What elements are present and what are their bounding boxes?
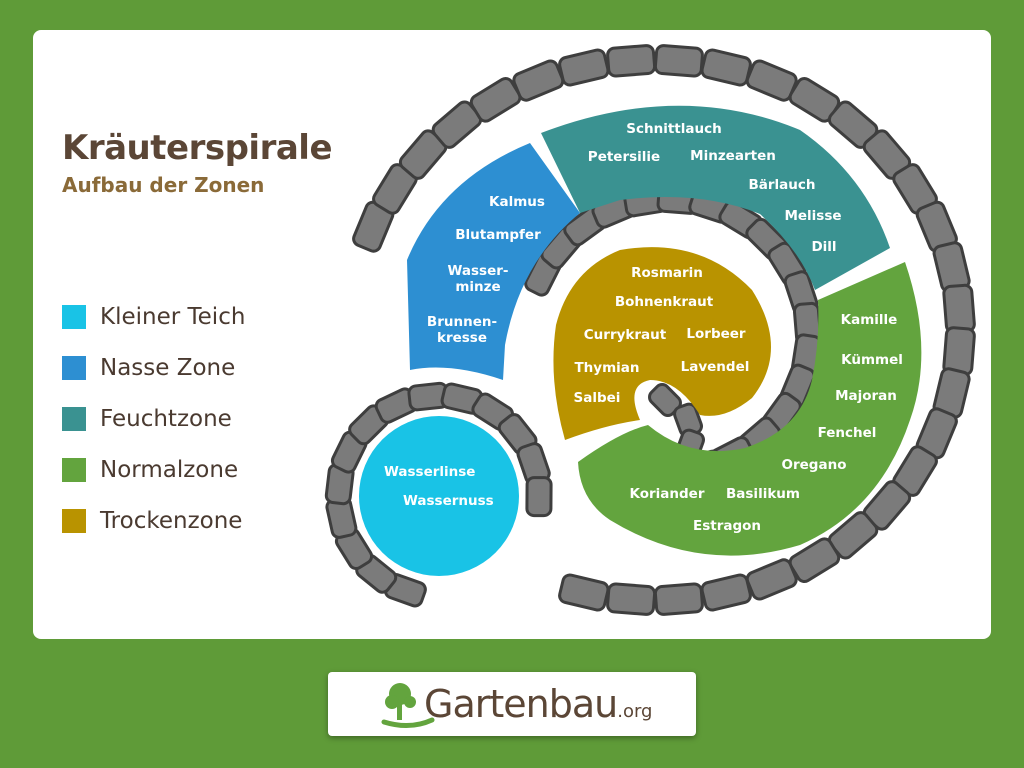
legend-item-trockenzone: Trockenzone [62,504,302,538]
plant-label: Thymian [574,360,639,376]
plant-label: Kalmus [489,194,545,210]
plant-label: Basilikum [726,486,800,502]
stone-walls [324,44,976,616]
legend-label: Nasse Zone [100,355,236,381]
plant-labels: Wasserlinse Wassernuss Kalmus Blutampfer… [384,121,903,534]
plant-label: Salbei [574,390,621,406]
logo-name: Gartenbau [424,682,618,726]
stone [606,44,657,78]
stone [558,48,610,87]
tree-icon [381,683,435,728]
legend-item-nasse-zone: Nasse Zone [62,351,302,385]
plant-label: Oregano [782,457,847,473]
plant-label: Brunnen- [427,314,497,330]
plant-label: Currykraut [584,327,667,343]
legend-item-normalzone: Normalzone [62,453,302,487]
plant-label: Wassernuss [403,493,494,509]
plant-label: Minzearten [690,148,776,164]
stone [653,582,704,616]
plant-label: Estragon [693,518,761,534]
legend-swatch [62,509,86,533]
legend-swatch [62,407,86,431]
plant-label: Kümmel [841,352,903,368]
plant-label: kresse [437,330,487,346]
logo-wordmark: Gartenbau.org [424,682,652,726]
page-title: Kräuterspirale [62,128,333,168]
plant-label: Fenchel [818,425,877,441]
stone [942,283,976,334]
plant-label: Majoran [835,388,897,404]
stone [606,582,657,616]
plant-label: Wasserlinse [384,464,475,480]
plant-label: Kamille [841,312,898,328]
plant-label: Melisse [784,208,841,224]
legend-label: Normalzone [100,457,239,483]
plant-label: Schnittlauch [626,121,721,137]
plant-label: Lorbeer [686,326,746,342]
stone [525,476,553,518]
plant-label: Koriander [630,486,705,502]
stone [512,59,565,102]
stone [558,573,610,612]
page-subtitle: Aufbau der Zonen [62,173,265,197]
plant-label: Bärlauch [748,177,815,193]
legend-swatch [62,458,86,482]
stone [700,573,752,612]
legend-swatch [62,356,86,380]
zone-normal [578,262,922,556]
legend-label: Trockenzone [100,508,243,534]
stone [653,44,704,78]
plant-label: Lavendel [681,359,750,375]
plant-label: Bohnenkraut [615,294,714,310]
plant-label: Blutampfer [455,227,541,243]
zone-nasse [407,143,580,380]
plant-label: minze [455,279,500,295]
zone-feucht [541,105,890,291]
logo-suffix: .org [617,701,653,722]
plant-label: Rosmarin [631,265,703,281]
legend-item-feuchtzone: Feuchtzone [62,402,302,436]
plant-label: Wasser- [447,263,508,279]
legend-label: Kleiner Teich [100,304,246,330]
legend-label: Feuchtzone [100,406,232,432]
stone [745,558,798,601]
zone-trocken [553,247,771,440]
stone [700,48,752,87]
logo-banner[interactable]: Gartenbau.org [328,672,696,736]
legend-swatch [62,305,86,329]
plant-label: Petersilie [588,149,660,165]
zone-teich [359,416,519,576]
legend-item-kleiner-teich: Kleiner Teich [62,300,302,334]
plant-label: Dill [811,239,836,255]
